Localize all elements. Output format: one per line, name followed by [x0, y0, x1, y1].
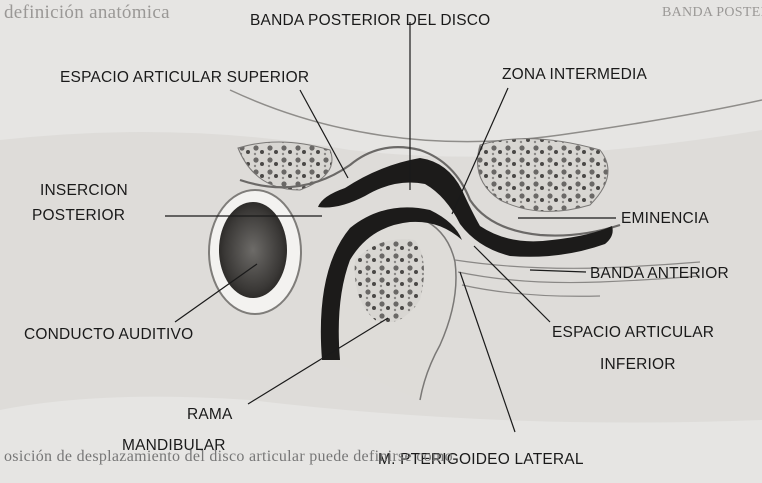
label-insercion-line1: INSERCION	[40, 182, 128, 200]
label-rama-line1: RAMA	[187, 406, 233, 424]
label-banda-anterior: BANDA ANTERIOR	[590, 265, 729, 283]
label-zona-intermedia: ZONA INTERMEDIA	[502, 66, 647, 84]
label-espacio-inferior-line1: ESPACIO ARTICULAR	[552, 324, 714, 342]
label-eminencia: EMINENCIA	[621, 210, 709, 228]
external-auditory-canal	[209, 190, 301, 314]
label-banda-posterior: BANDA POSTERIOR DEL DISCO	[250, 12, 490, 30]
label-espacio-articular-superior: ESPACIO ARTICULAR SUPERIOR	[60, 69, 309, 87]
label-insercion-line2: POSTERIOR	[32, 207, 125, 225]
caption-fragment: osición de desplazamiento del disco arti…	[4, 448, 453, 466]
label-espacio-inferior-line2: INFERIOR	[600, 356, 676, 374]
label-conducto-auditivo: CONDUCTO AUDITIVO	[24, 326, 193, 344]
